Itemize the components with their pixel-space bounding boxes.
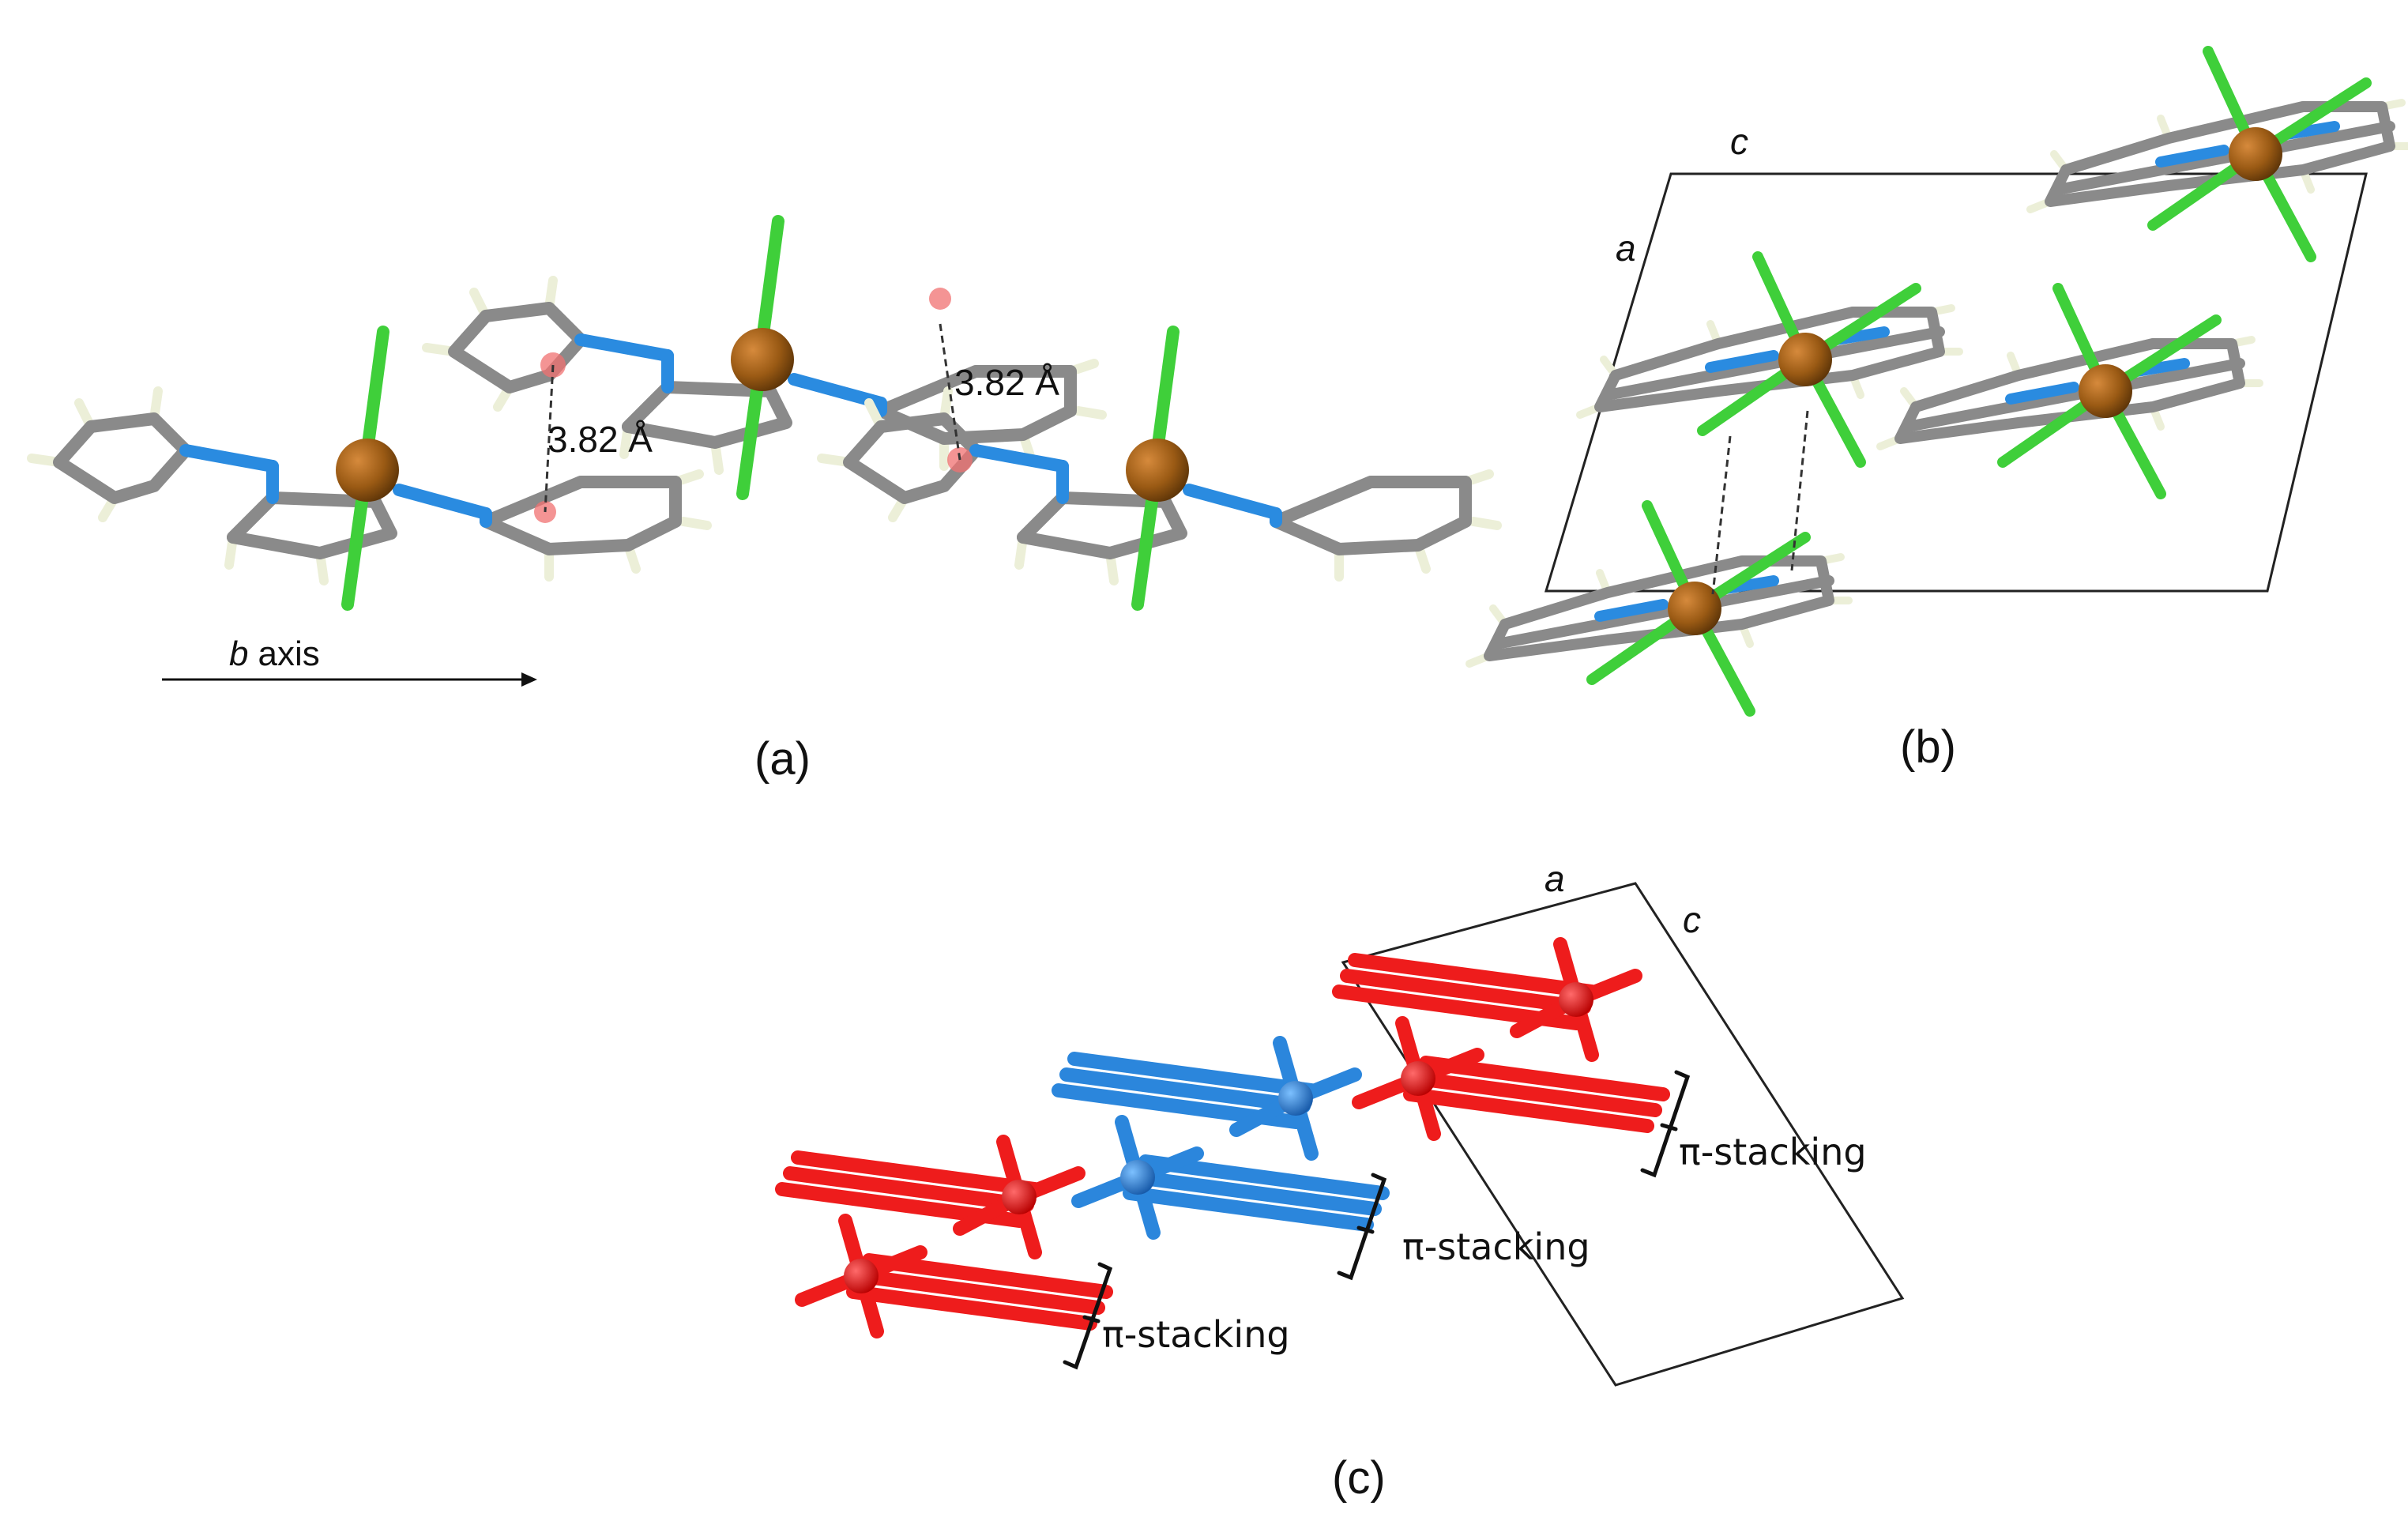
stacking-label-2: π-stacking [1402, 1225, 1590, 1268]
pi-stacking-chain-icon [782, 944, 1663, 1331]
stacking-label-3: π-stacking [1679, 1131, 1867, 1173]
cell-axis-a-label-b: a [1616, 228, 1636, 269]
panel-label-b: (b) [1900, 721, 1956, 773]
cell-axis-a-label-c: a [1545, 858, 1565, 899]
molecular-dimer-stacking-icon [32, 221, 1497, 604]
panel-b: c a (b) [1469, 51, 2408, 773]
stacking-label-1: π-stacking [1102, 1313, 1290, 1356]
cell-axis-c-label-b: c [1730, 121, 1748, 162]
distance-label-1: 3.82 Å [547, 419, 653, 460]
unit-cell-outline-c [1341, 882, 1905, 1387]
panel-label-a: (a) [754, 733, 811, 785]
panel-c: π-stacking π-stacking π-stacking a c (c) [782, 858, 1905, 1504]
distance-lines [544, 323, 961, 513]
b-axis-arrowhead [521, 672, 537, 687]
panel-label-c: (c) [1332, 1452, 1386, 1504]
stacking-brackets [1063, 1070, 1691, 1370]
unit-cell-packing-icon [1469, 51, 2408, 711]
distance-label-2: 3.82 Å [954, 362, 1059, 403]
cell-axis-c-label-c: c [1683, 899, 1701, 940]
contact-lines [1711, 410, 1809, 595]
